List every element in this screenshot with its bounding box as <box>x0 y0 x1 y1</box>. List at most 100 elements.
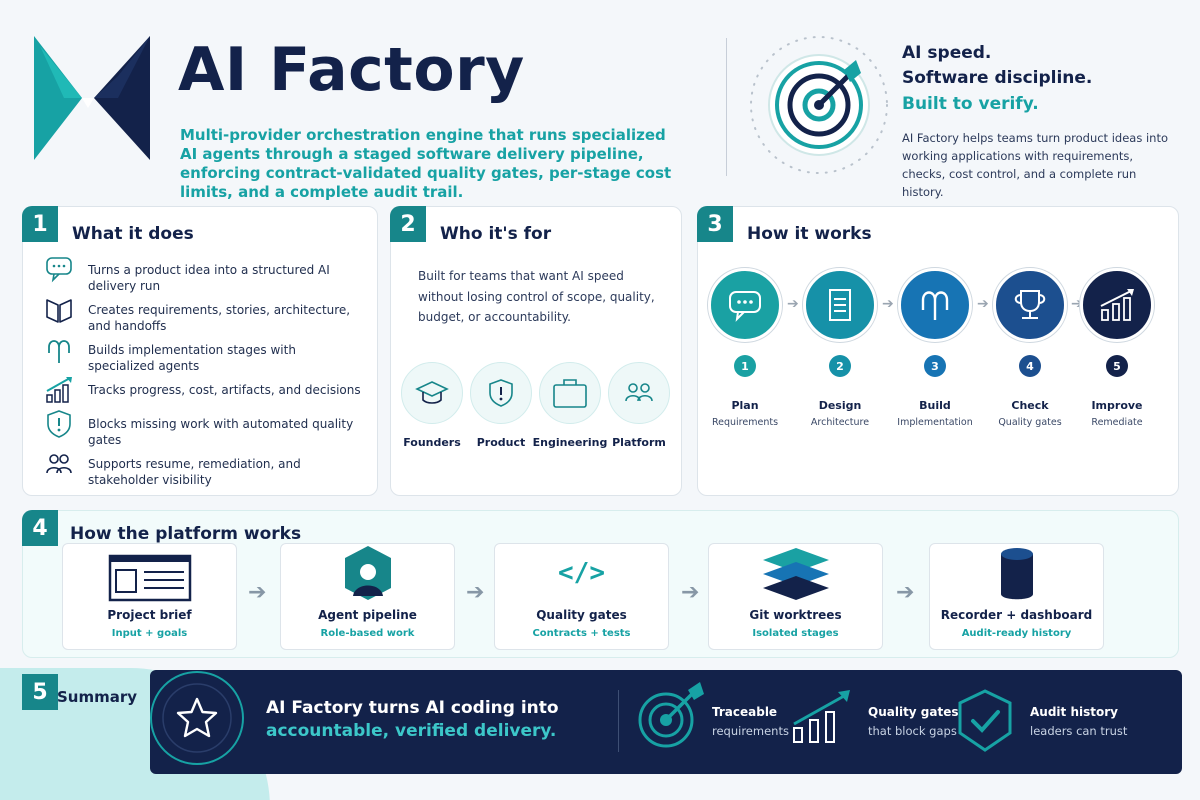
summary-divider <box>618 690 619 752</box>
star-icon <box>150 671 244 765</box>
section-how-it-works <box>697 206 1179 496</box>
step-design: 2 Design Architecture <box>800 268 880 428</box>
feature-sub: requirements <box>712 724 789 738</box>
ai-factory-logo <box>34 36 150 160</box>
growth-chart-icon <box>46 377 72 403</box>
branch-icon <box>921 291 949 320</box>
audience-founders: Founders <box>401 362 463 449</box>
arrow-right-icon: ➔ <box>977 296 989 312</box>
step-number: 1 <box>734 355 756 377</box>
section-5-title: Summary <box>57 688 138 706</box>
document-icon <box>829 289 851 321</box>
list-item-text: Creates requirements, stories, architect… <box>88 303 351 333</box>
platform-step-title: Agent pipeline <box>318 608 417 622</box>
step-name: Check <box>1011 399 1049 412</box>
list-item-text: Turns a product idea into a structured A… <box>88 263 330 293</box>
section-number-5: 5 <box>22 674 58 710</box>
people-icon <box>46 454 72 474</box>
audience-label: Product <box>476 436 526 449</box>
list-item: Tracks progress, cost, artifacts, and de… <box>44 375 364 405</box>
feature-title: Traceable <box>712 705 778 719</box>
feature-sub: that block gaps <box>868 724 957 738</box>
step-sub: Architecture <box>810 417 870 428</box>
platform-step-sub: Contracts + tests <box>532 628 631 639</box>
people-icon <box>625 383 653 402</box>
platform-step-project-brief: Project brief Input + goals <box>62 543 237 650</box>
summary-feature-traceable: Traceable requirements <box>712 705 789 738</box>
step-name: Design <box>818 399 862 412</box>
page-title: AI Factory <box>178 35 525 105</box>
arrow-right-icon: ➔ <box>787 296 799 312</box>
step-icon-circle <box>993 268 1067 342</box>
platform-step-sub: Role-based work <box>320 628 415 639</box>
list-item: Blocks missing work with automated quali… <box>44 409 364 448</box>
step-improve: 5 Improve Remediate <box>1077 268 1157 428</box>
platform-step-sub: Audit-ready history <box>961 628 1072 639</box>
step-icon-circle <box>708 268 782 342</box>
shield-icon <box>489 379 513 407</box>
step-name: Improve <box>1091 399 1143 412</box>
arrow-right-icon: ➔ <box>896 580 915 605</box>
branch-icon <box>48 340 70 363</box>
step-build: 3 Build Implementation <box>895 268 975 428</box>
step-number: 5 <box>1106 355 1128 377</box>
step-sub: Remediate <box>1091 417 1143 428</box>
feature-sub: leaders can trust <box>1030 724 1128 738</box>
section-number-2: 2 <box>390 206 426 242</box>
section-number-1: 1 <box>22 206 58 242</box>
platform-step-git-worktrees: Git worktrees Isolated stages <box>708 543 883 650</box>
platform-step-title: Git worktrees <box>749 608 842 622</box>
audience-label: Founders <box>403 436 461 449</box>
list-item-text: Builds implementation stages with specia… <box>88 343 296 373</box>
step-sub: Quality gates <box>998 417 1062 428</box>
list-item: Supports resume, remediation, and stakeh… <box>44 449 364 488</box>
briefcase-icon <box>553 379 587 408</box>
database-icon <box>1000 548 1033 600</box>
step-plan: 1 Plan Requirements <box>705 268 785 428</box>
audience-description: Built for teams that want AI speed witho… <box>418 269 655 324</box>
platform-step-sub: Isolated stages <box>752 628 839 639</box>
tagline-discipline: Software discipline. <box>902 68 1093 88</box>
step-icon-circle <box>898 268 972 342</box>
check-shield-icon <box>958 689 1012 752</box>
audience-label: Engineering <box>532 436 608 449</box>
arrow-right-icon: ➔ <box>681 580 700 605</box>
trophy-icon <box>1014 290 1046 319</box>
section-1-title: What it does <box>72 224 194 244</box>
platform-step-quality-gates: </> Quality gates Contracts + tests <box>494 543 669 650</box>
arrow-right-icon: ➔ <box>882 296 894 312</box>
platform-step-title: Project brief <box>107 608 192 622</box>
section-2-title: Who it's for <box>440 224 552 244</box>
step-name: Plan <box>731 399 759 412</box>
open-book-icon <box>46 299 72 323</box>
section-4-title: How the platform works <box>70 524 302 544</box>
section-number-3: 3 <box>697 206 733 242</box>
arrow-right-icon: ➔ <box>1071 296 1083 312</box>
section-3-title: How it works <box>747 224 872 244</box>
section-number-4: 4 <box>22 510 58 546</box>
page-subtitle: Multi-provider orchestration engine that… <box>180 126 672 201</box>
list-item: Creates requirements, stories, architect… <box>44 295 364 334</box>
warning-shield-icon <box>47 410 71 438</box>
list-item: Turns a product idea into a structured A… <box>44 255 364 294</box>
tagline-speed: AI speed. <box>902 43 992 63</box>
feature-title: Quality gates <box>868 705 959 719</box>
step-number: 2 <box>829 355 851 377</box>
target-icon <box>750 36 888 174</box>
arrow-right-icon: ➔ <box>248 580 267 605</box>
feature-list: Turns a product idea into a structured A… <box>44 255 364 489</box>
platform-step-agent-pipeline: Agent pipeline Role-based work <box>280 543 455 650</box>
audience-engineering: Engineering <box>533 362 607 449</box>
step-sub: Implementation <box>897 417 973 428</box>
list-item-text: Supports resume, remediation, and stakeh… <box>88 457 301 487</box>
chat-bubble-icon <box>729 291 761 322</box>
tagline-verify: Built to verify. <box>902 94 1039 114</box>
step-sub: Requirements <box>711 417 779 428</box>
audience-label: Platform <box>612 436 666 449</box>
list-item-text: Blocks missing work with automated quali… <box>88 417 354 447</box>
step-name: Build <box>919 399 951 412</box>
chat-bubble-icon <box>46 257 72 283</box>
step-number: 4 <box>1019 355 1041 377</box>
section-who-its-for <box>390 206 682 496</box>
header-divider <box>726 38 727 176</box>
